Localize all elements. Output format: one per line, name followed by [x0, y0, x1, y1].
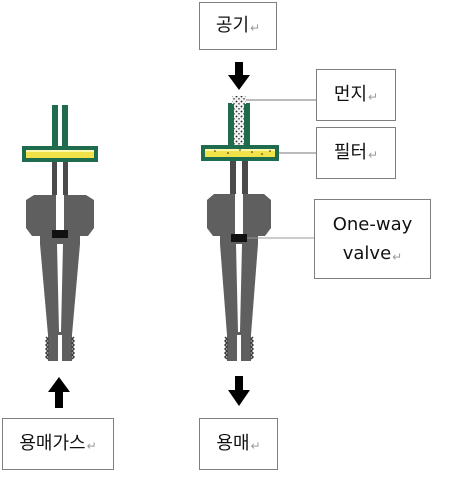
valve-label-line1: One-way — [332, 213, 413, 235]
solvent-gas-label-box: 용매가스↵ — [2, 418, 114, 470]
solvent-label: 용매 — [216, 433, 250, 454]
right-inlet-tube — [244, 103, 250, 148]
right-device — [201, 62, 279, 361]
paragraph-mark-icon: ↵ — [368, 148, 379, 162]
paragraph-mark-icon: ↵ — [250, 439, 261, 453]
filter-label-box: 필터↵ — [316, 127, 396, 179]
paragraph-mark-icon: ↵ — [392, 249, 403, 264]
solvent-gas-label: 용매가스 — [19, 433, 86, 454]
arrow-down-icon — [228, 376, 250, 406]
left-inlet-tube — [52, 105, 58, 150]
arrow-down-icon — [228, 62, 250, 90]
paragraph-mark-icon: ↵ — [86, 439, 97, 453]
paragraph-mark-icon: ↵ — [250, 21, 261, 35]
paragraph-mark-icon: ↵ — [368, 90, 379, 104]
left-filter-core — [26, 150, 94, 158]
valve-label-line2: valve — [342, 242, 392, 264]
left-device — [22, 105, 98, 361]
air-label-box: 공기↵ — [199, 2, 277, 50]
valve-label-box: One-way valve↵ — [314, 199, 431, 279]
right-inlet-tube — [228, 103, 234, 148]
dust-label-box: 먼지↵ — [316, 69, 396, 121]
arrow-up-icon — [48, 377, 70, 408]
filter-label: 필터 — [333, 142, 368, 163]
right-one-way-valve — [231, 234, 247, 242]
solvent-label-box: 용매↵ — [199, 418, 278, 470]
left-inlet-tube — [62, 105, 68, 150]
left-threaded-tip — [44, 335, 76, 361]
right-filter-core — [205, 149, 275, 157]
dust-particles — [234, 103, 244, 149]
left-one-way-valve — [52, 230, 68, 238]
right-threaded-tip — [223, 335, 255, 361]
dust-label: 먼지 — [333, 84, 368, 105]
air-label: 공기 — [215, 15, 250, 36]
